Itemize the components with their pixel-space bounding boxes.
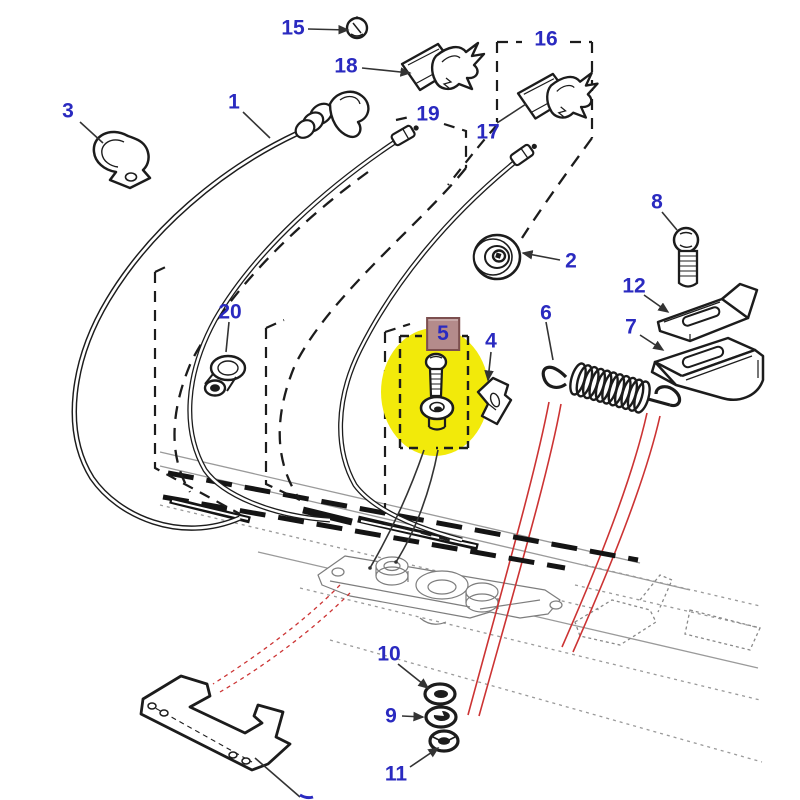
part-callout-3[interactable]: 3 bbox=[62, 99, 74, 123]
part-callout-12[interactable]: 12 bbox=[622, 274, 646, 298]
clip-17-drawing bbox=[516, 71, 599, 120]
washer-5-drawing bbox=[419, 395, 455, 431]
grommet-20-drawing bbox=[203, 354, 247, 397]
zone-boxes bbox=[153, 40, 594, 543]
part-callout-10[interactable]: 10 bbox=[377, 642, 401, 666]
part-callout-17[interactable]: 17 bbox=[476, 120, 500, 144]
part-callout-19[interactable]: 19 bbox=[416, 102, 440, 126]
part-callout-20[interactable]: 20 bbox=[218, 300, 242, 324]
part-callout-2[interactable]: 2 bbox=[565, 249, 577, 273]
clip-18-drawing bbox=[400, 41, 486, 92]
pulley-2-drawing bbox=[472, 233, 522, 281]
phantom-cables bbox=[173, 137, 593, 501]
cable-1-handle bbox=[294, 90, 370, 139]
throttle-bracket-drawing bbox=[317, 555, 563, 625]
part-callout-9[interactable]: 9 bbox=[385, 704, 397, 728]
part-callout-11[interactable]: 11 bbox=[384, 762, 408, 786]
bracket-12-drawing bbox=[656, 282, 759, 343]
part-callout-7[interactable]: 7 bbox=[625, 315, 637, 339]
bolt-5-drawing bbox=[424, 352, 448, 398]
part-callout-4[interactable]: 4 bbox=[485, 329, 497, 353]
highlight-5-group bbox=[381, 328, 489, 456]
red-leader-lines bbox=[212, 401, 661, 717]
spring-6-drawing bbox=[541, 362, 682, 414]
mounting-bracket-drawing bbox=[139, 674, 292, 772]
leader-lines bbox=[79, 24, 678, 800]
part-callout-15[interactable]: 15 bbox=[281, 16, 305, 40]
cable-1-drawing bbox=[71, 90, 370, 531]
clip-4-drawing bbox=[476, 376, 513, 426]
clip-3-drawing bbox=[92, 130, 152, 190]
part-callout-18[interactable]: 18 bbox=[334, 54, 358, 78]
part-callout-5[interactable]: 5 bbox=[426, 317, 460, 351]
cable-17-drawing bbox=[338, 143, 537, 543]
part-callout-8[interactable]: 8 bbox=[651, 190, 663, 214]
washer-9-drawing bbox=[424, 705, 458, 729]
part-callout-6[interactable]: 6 bbox=[540, 301, 552, 325]
nut-11-drawing bbox=[428, 729, 460, 753]
part-5-dashed-box bbox=[398, 334, 470, 450]
washer-10-drawing bbox=[423, 682, 457, 706]
bracket-7-drawing bbox=[650, 336, 765, 401]
part-callout-16[interactable]: 16 bbox=[534, 27, 558, 51]
cable-19-drawing bbox=[187, 124, 419, 523]
cap-15-drawing bbox=[345, 16, 369, 40]
part-callout-1[interactable]: 1 bbox=[228, 90, 240, 114]
bolt-8-drawing bbox=[672, 226, 700, 288]
pedal-drawing bbox=[574, 574, 761, 651]
